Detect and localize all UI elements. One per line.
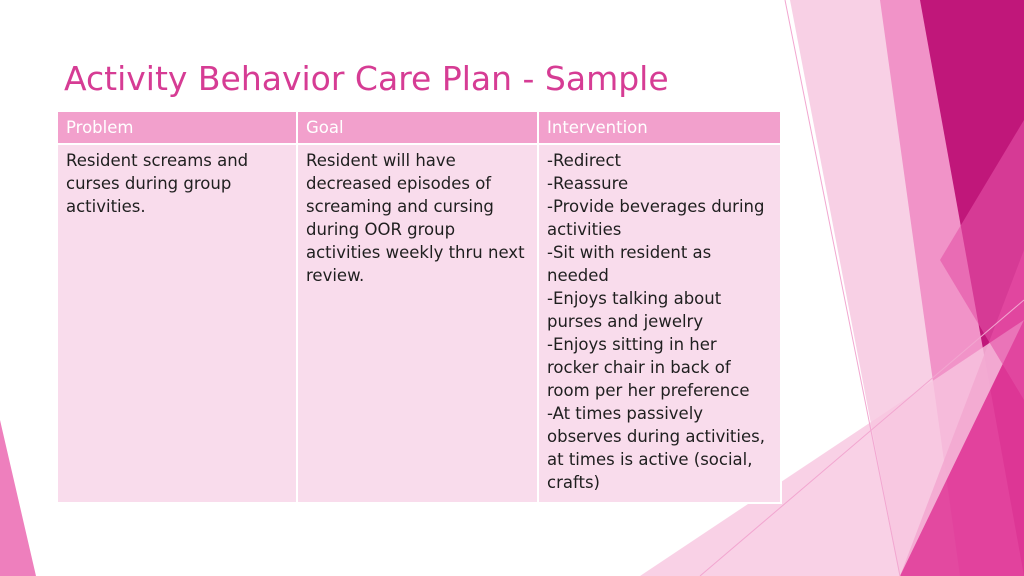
header-problem: Problem: [56, 110, 298, 145]
list-item: -Reassure: [547, 174, 629, 193]
deco-shape-left-edge: [0, 420, 36, 576]
cell-problem: Resident screams and curses during group…: [56, 143, 298, 504]
list-item: -Provide beverages during activities: [547, 197, 765, 239]
list-item: -At times passively observes during acti…: [547, 404, 765, 492]
cell-goal: Resident will have decreased episodes of…: [296, 143, 539, 504]
cell-intervention: -Redirect -Reassure -Provide beverages d…: [537, 143, 782, 504]
list-item: -Sit with resident as needed: [547, 243, 712, 285]
slide-title: Activity Behavior Care Plan - Sample: [64, 59, 669, 98]
header-goal: Goal: [296, 110, 539, 145]
intervention-list: -Redirect -Reassure -Provide beverages d…: [547, 149, 772, 494]
deco-line-1: [784, 0, 901, 576]
deco-shape-pale-lower: [640, 320, 1024, 576]
header-intervention: Intervention: [537, 110, 782, 145]
deco-shape-right-mid: [940, 120, 1024, 400]
deco-line-2: [699, 299, 1024, 576]
care-plan-table: Problem Goal Intervention Resident screa…: [56, 110, 782, 504]
table-header-row: Problem Goal Intervention: [56, 110, 782, 145]
list-item: -Enjoys talking about purses and jewelry: [547, 289, 722, 331]
list-item: -Redirect: [547, 151, 622, 170]
table-row: Resident screams and curses during group…: [56, 143, 782, 504]
list-item: -Enjoys sitting in her rocker chair in b…: [547, 335, 750, 400]
